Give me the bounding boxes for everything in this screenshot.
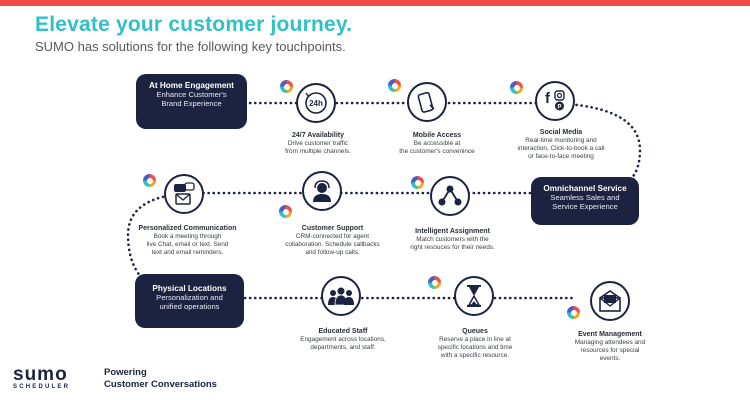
footer-tagline: Powering Customer Conversations xyxy=(104,367,217,391)
touchpoint-desc: the customer's convenince xyxy=(399,148,475,155)
touchpoint-title: Social Media xyxy=(539,129,583,136)
hub-at-home-engagement: At Home Engagement Enhance Customer's Br… xyxy=(136,74,247,129)
touchpoint-title: Personalized Communication xyxy=(138,225,237,232)
touchpoint-desc: interaction, Click-to-book a call xyxy=(517,145,605,152)
sumo-badge-icon xyxy=(428,276,441,289)
touchpoint-customer-support: Customer Support CRM-connected for agent… xyxy=(275,224,390,257)
touchpoint-title: Intelligent Assignment xyxy=(415,228,490,235)
chat-email-icon xyxy=(164,174,204,214)
touchpoint-desc: Be accessible at xyxy=(413,140,461,147)
touchpoint-title: Event Management xyxy=(578,331,642,338)
touchpoint-desc: specific locations and time xyxy=(437,344,513,351)
touchpoint-desc: text and email reminders. xyxy=(151,249,224,256)
network-nodes-icon xyxy=(430,176,470,216)
touchpoint-24-7-availability: 24/7 Availability Drive customer traffic… xyxy=(268,131,368,156)
hub-desc: Brand Experience xyxy=(161,99,222,108)
tagline-line-2: Customer Conversations xyxy=(104,379,217,390)
sumo-badge-icon xyxy=(411,176,424,189)
touchpoint-event-management: Event Management Managing attendees and … xyxy=(560,330,660,363)
logo-main-text: sumo xyxy=(13,364,68,385)
hub-omnichannel-service: Omnichannel Service Seamless Sales and S… xyxy=(531,177,639,225)
touchpoint-desc: departments, and staff. xyxy=(310,344,376,351)
support-agent-icon xyxy=(302,171,342,211)
touchpoint-desc: events. xyxy=(599,355,621,362)
touchpoint-desc: or face-to-face meeting xyxy=(528,153,594,160)
touchpoint-title: Queues xyxy=(462,328,488,335)
hub-desc: Seamless Sales and xyxy=(550,193,620,202)
sumo-badge-icon xyxy=(510,81,523,94)
touchpoint-desc: Book a meeting through xyxy=(153,233,222,240)
social-media-icon: f P xyxy=(535,81,575,121)
touchpoint-desc: right resouces for their needs. xyxy=(410,244,495,251)
sumo-badge-icon xyxy=(388,79,401,92)
event-envelope-icon xyxy=(590,281,630,321)
touchpoint-title: 24/7 Availability xyxy=(291,132,344,139)
touchpoint-desc: Engagement across locations, xyxy=(300,336,386,343)
hourglass-icon xyxy=(454,276,494,316)
hub-title: At Home Engagement xyxy=(148,81,235,90)
sumo-badge-icon xyxy=(279,205,292,218)
page-subtitle: SUMO has solutions for the following key… xyxy=(35,39,346,54)
logo-sub-text: SCHEDULER xyxy=(13,384,71,390)
hub-desc: Enhance Customer's xyxy=(156,90,227,99)
touchpoint-desc: Reserve a place in line at xyxy=(439,336,511,343)
touchpoint-desc: CRM-connected for agent xyxy=(295,233,370,240)
touchpoint-desc: Match customers with the xyxy=(416,236,489,243)
touchpoint-desc: and follow-up calls. xyxy=(305,249,360,256)
touchpoint-queues: Queues Reserve a place in line at specif… xyxy=(420,327,530,360)
top-accent-bar xyxy=(0,0,750,6)
hub-physical-locations: Physical Locations Personalization and u… xyxy=(135,274,244,328)
touchpoint-desc: with a specific resource. xyxy=(440,352,510,359)
touchpoint-desc: from multiple channels. xyxy=(285,148,351,155)
staff-group-icon xyxy=(321,276,361,316)
svg-text:P: P xyxy=(557,105,561,111)
touchpoint-desc: live Chat, email or text. Send xyxy=(146,241,229,248)
clock-24h-text: 24h xyxy=(309,99,323,108)
page-title: Elevate your customer journey. xyxy=(35,13,353,36)
touchpoint-mobile-access: Mobile Access Be accessible at the custo… xyxy=(377,131,497,156)
touchpoint-intelligent-assignment: Intelligent Assignment Match customers w… xyxy=(395,227,510,252)
clock-24h-icon: 24h xyxy=(296,83,336,123)
touchpoint-desc: Drive customer traffic xyxy=(287,140,349,147)
sumo-badge-icon xyxy=(143,174,156,187)
touchpoint-title: Mobile Access xyxy=(412,132,462,139)
hub-title: Physical Locations xyxy=(152,284,227,293)
touchpoint-desc: Real-time monitoring and xyxy=(525,137,597,144)
touchpoint-educated-staff: Educated Staff Engagement across locatio… xyxy=(288,327,398,352)
svg-text:f: f xyxy=(545,90,551,107)
sumo-scheduler-logo: sumo SCHEDULER xyxy=(13,364,71,390)
touchpoint-desc: collaboration. Schedule callbacks xyxy=(285,241,380,248)
tagline-line-1: Powering xyxy=(104,367,147,378)
sumo-badge-icon xyxy=(280,80,293,93)
mobile-phone-icon xyxy=(407,82,447,122)
touchpoint-social-media: Social Media Real-time monitoring and in… xyxy=(505,128,617,161)
touchpoint-personalized-communication: Personalized Communication Book a meetin… xyxy=(130,224,245,257)
hub-desc: unified operations xyxy=(159,302,220,311)
touchpoint-title: Educated Staff xyxy=(318,328,368,335)
sumo-badge-icon xyxy=(567,306,580,319)
hub-title: Omnichannel Service xyxy=(543,184,627,193)
touchpoint-title: Customer Support xyxy=(301,225,364,232)
touchpoint-desc: Managing attendees and xyxy=(574,339,646,346)
hub-desc: Personalization and xyxy=(156,293,223,302)
hub-desc: Service Experience xyxy=(552,202,618,211)
touchpoint-desc: resources for special xyxy=(580,347,640,354)
